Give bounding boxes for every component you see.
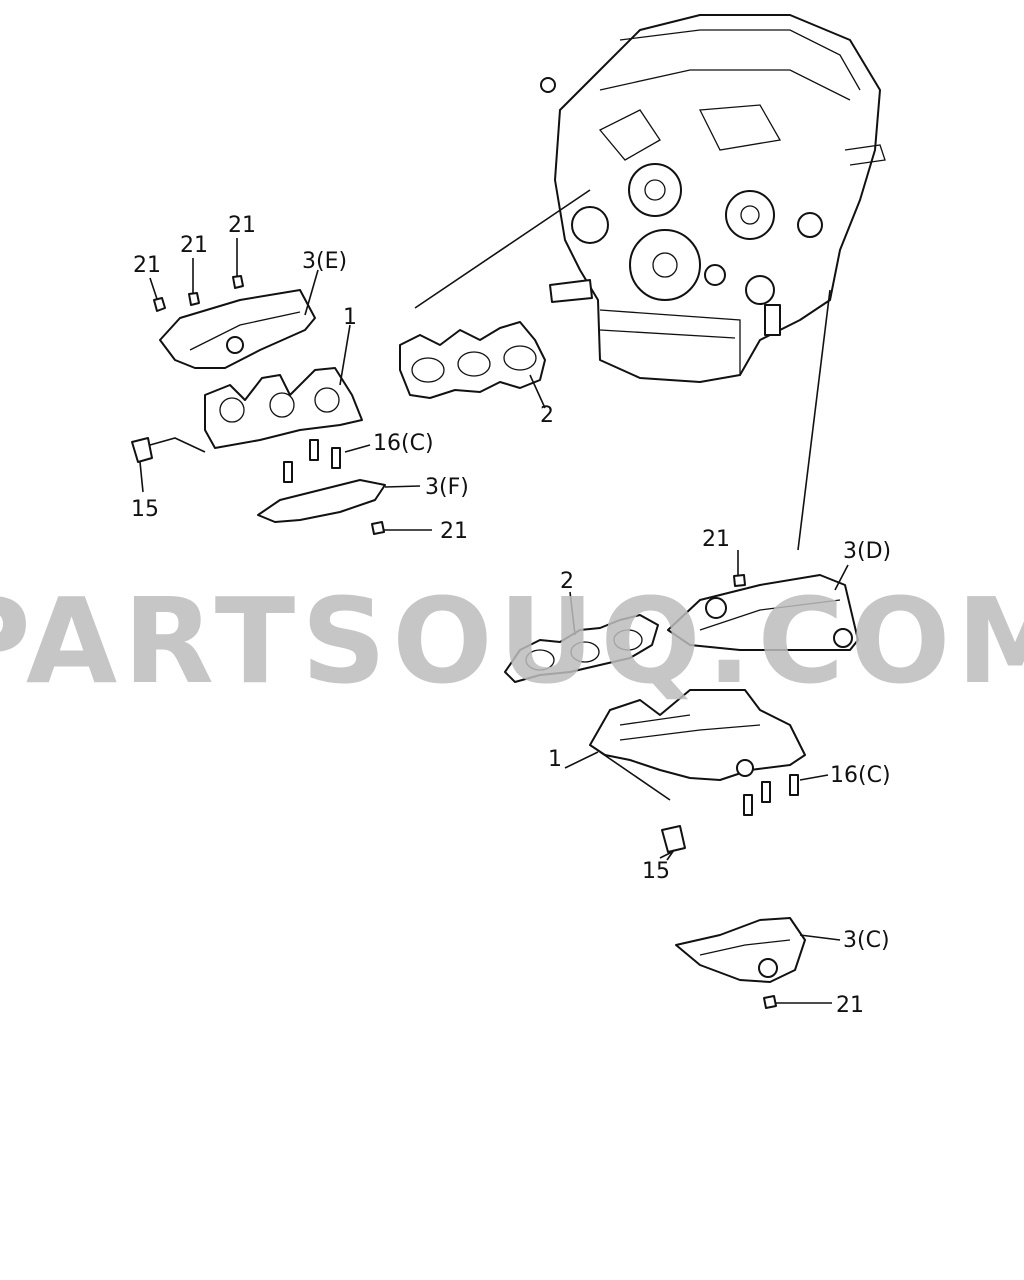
bolt-15-right [659,825,686,861]
idler-pulley [571,206,609,244]
exhaust-manifold-right [589,689,806,781]
callout-label: 1 [548,747,562,772]
heat-shield-3d [667,574,859,651]
callout-label: 3(C) [843,928,890,953]
callout-label: 1 [343,305,357,330]
studs-16c-right [743,774,829,816]
pulley-right [725,190,775,240]
callout-label: 21 [228,213,256,238]
crank-pulley [629,229,701,301]
heat-shield-3f [257,479,386,523]
callout-label: 3(D) [843,539,891,564]
callout-label: 21 [440,519,468,544]
bolt-21-d [371,521,432,535]
callout-label: 21 [133,253,161,278]
callout-label: 2 [540,403,554,428]
bolt-21-a [149,277,166,312]
bolt-21-b [188,258,200,306]
bolt-21-e [763,995,832,1009]
callout-label: 15 [131,497,159,522]
heat-shield-3e [159,289,316,369]
callout-label: 16(C) [830,763,891,788]
callout-label: 2 [560,569,574,594]
watermark-text: PARTSOUQ.COM [0,572,1024,710]
heat-shield-3c [675,917,806,983]
exhaust-manifold-left [204,367,363,449]
callout-label: 15 [642,859,670,884]
bolt-15-left [131,437,206,493]
callout-label: 21 [180,233,208,258]
coolant-pipe [549,279,593,303]
tensioner-pulley [745,275,775,305]
callout-label: 21 [702,527,730,552]
callout-label: 3(E) [302,249,347,274]
callout-label: 16(C) [373,431,434,456]
callout-label: 3(F) [425,475,469,500]
pulley-top-left [628,163,682,217]
engine-assembly [540,14,886,383]
bolt-21-c [232,238,244,289]
callout-label: 21 [836,993,864,1018]
gasket-left [399,321,546,399]
studs-16c-left [283,439,371,483]
